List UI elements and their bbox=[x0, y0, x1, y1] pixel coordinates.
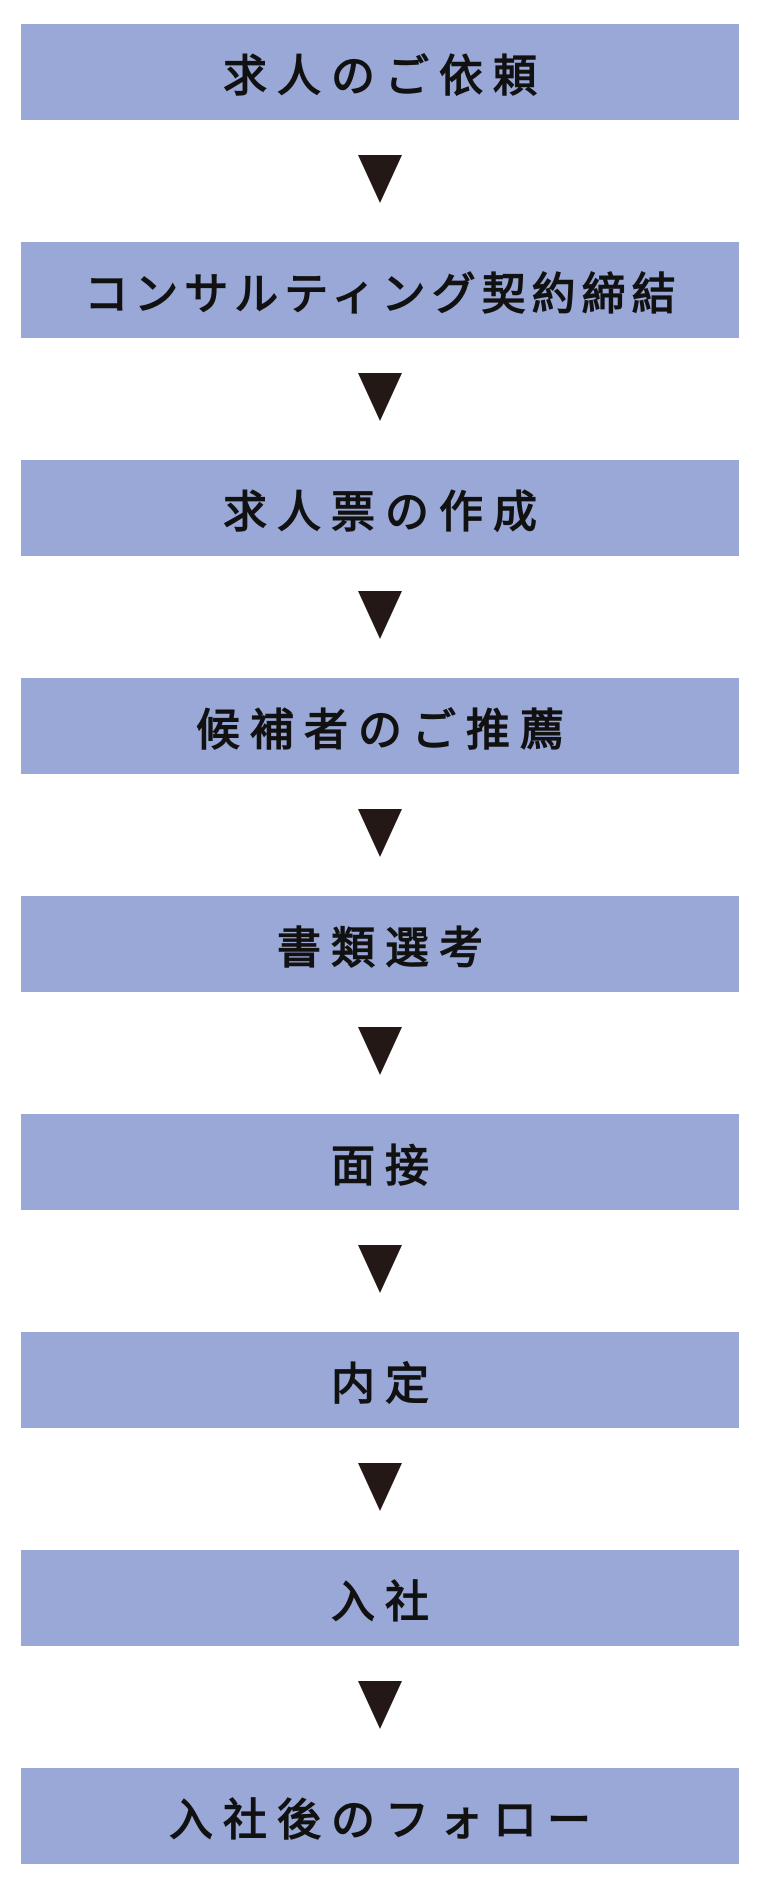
step-joining: 入社 bbox=[21, 1550, 739, 1646]
down-arrow-icon bbox=[358, 155, 402, 203]
step-document-screening: 書類選考 bbox=[21, 896, 739, 992]
step-post-joining-follow-up: 入社後のフォロー bbox=[21, 1768, 739, 1864]
step-candidate-recommendation: 候補者のご推薦 bbox=[21, 678, 739, 774]
down-arrow-icon bbox=[358, 809, 402, 857]
step-job-request: 求人のご依頼 bbox=[21, 24, 739, 120]
down-arrow-icon bbox=[358, 1027, 402, 1075]
step-interview: 面接 bbox=[21, 1114, 739, 1210]
down-arrow-icon bbox=[358, 591, 402, 639]
down-arrow-icon bbox=[358, 373, 402, 421]
step-job-description: 求人票の作成 bbox=[21, 460, 739, 556]
down-arrow-icon bbox=[358, 1681, 402, 1729]
step-job-offer: 内定 bbox=[21, 1332, 739, 1428]
step-consulting-contract: コンサルティング契約締結 bbox=[21, 242, 739, 338]
down-arrow-icon bbox=[358, 1245, 402, 1293]
down-arrow-icon bbox=[358, 1463, 402, 1511]
